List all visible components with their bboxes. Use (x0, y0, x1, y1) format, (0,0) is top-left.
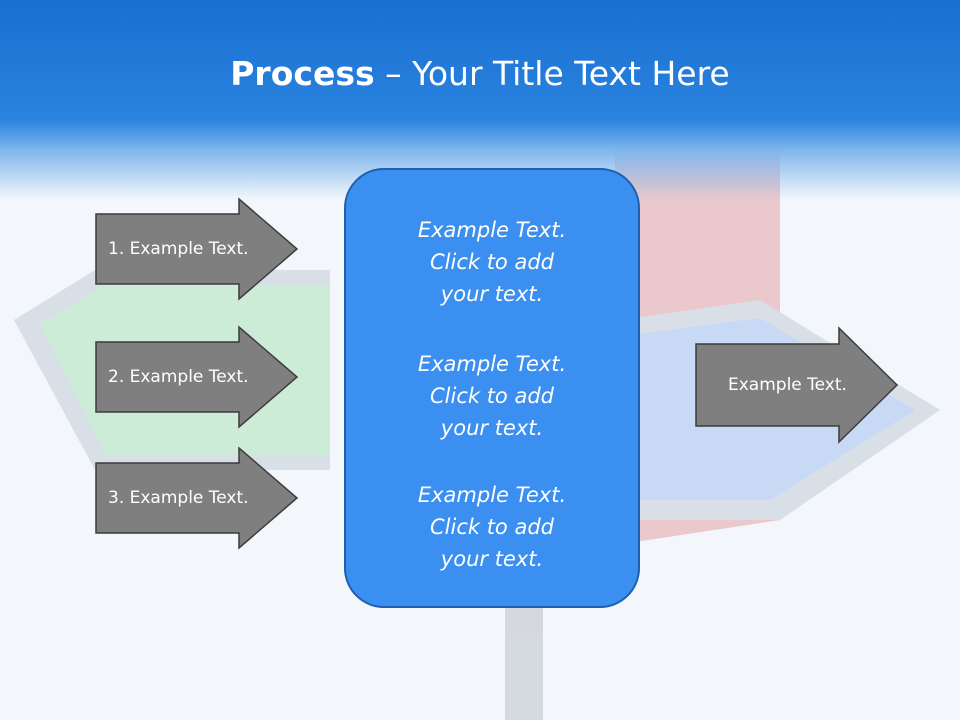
left-arrow-3[interactable]: 3. Example Text. (94, 446, 300, 550)
header-band (0, 0, 960, 200)
left-arrow-label: 3. Example Text. (108, 488, 249, 508)
center-paragraph-2: Example Text. Click to add your text. (417, 352, 567, 440)
title-rest-part: – Your Title Text Here (374, 54, 730, 93)
arrow-right-shape-icon (95, 446, 299, 550)
center-text-box[interactable]: Example Text. Click to add your text. Ex… (344, 168, 640, 608)
arrow-right-shape-icon (695, 326, 899, 444)
arrow-right-shape-icon (95, 325, 299, 429)
center-paragraph-1: Example Text. Click to add your text. (417, 218, 567, 306)
left-arrow-label: 2. Example Text. (108, 367, 249, 387)
right-arrow-label: Example Text. (728, 375, 847, 395)
left-arrow-1[interactable]: 1. Example Text. (94, 197, 300, 301)
right-arrow[interactable]: Example Text. (694, 326, 900, 444)
left-arrow-2[interactable]: 2. Example Text. (94, 325, 300, 429)
center-paragraph-3: Example Text. Click to add your text. (417, 483, 567, 571)
arrow-right-shape-icon (95, 197, 299, 301)
slide-title[interactable]: Process – Your Title Text Here (0, 52, 960, 96)
red-sign-panel (615, 125, 780, 545)
left-arrow-label: 1. Example Text. (108, 239, 249, 259)
title-bold-part: Process (230, 54, 375, 93)
